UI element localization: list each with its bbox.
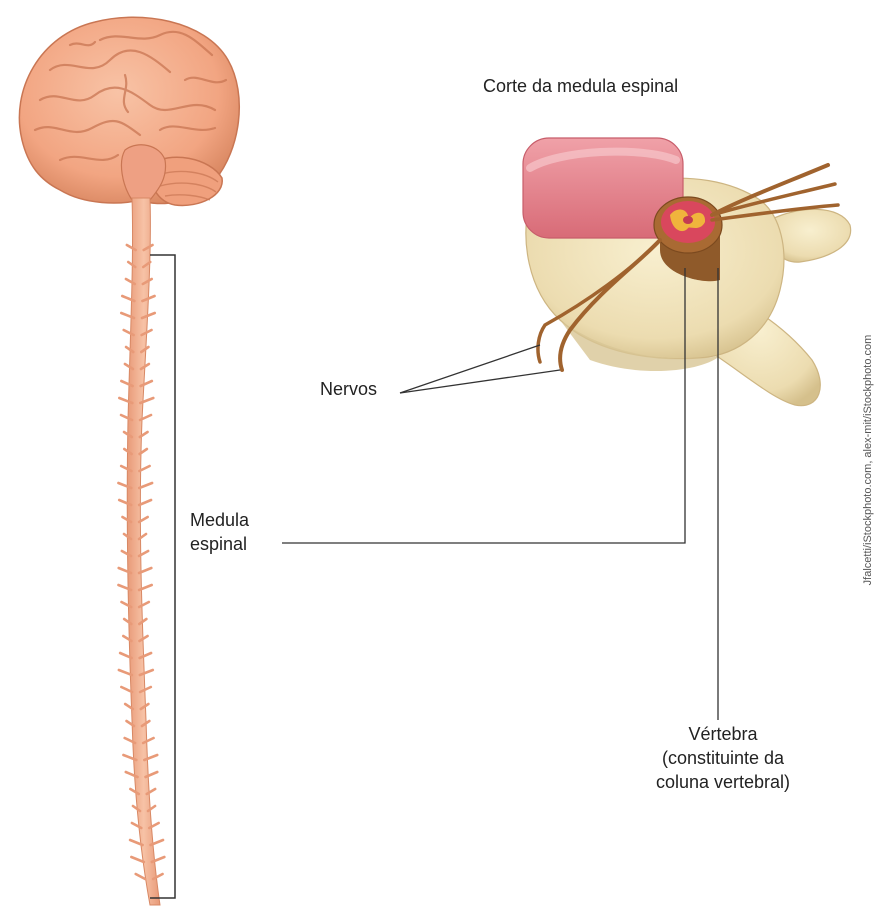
spinal-cord-bracket [150, 255, 175, 898]
brain [19, 17, 239, 205]
spinal-nerve-branch [139, 500, 151, 505]
diagram-title: Corte da medula espinal [483, 74, 678, 98]
label-vertebra-line3: coluna vertebral) [618, 770, 828, 794]
spinal-nerve-branch [136, 874, 145, 879]
image-credit: Jfalcetti/iStockphoto.com, alex-mit/iSto… [862, 160, 874, 760]
label-spinal-cord: Medula espinal [190, 508, 249, 556]
label-vertebra: Vértebra (constituinte da coluna vertebr… [618, 722, 828, 794]
label-vertebra-line1: Vértebra [618, 722, 828, 746]
spinal-cord [118, 198, 164, 905]
spinal-nerve-branch [131, 857, 144, 862]
label-spinal-cord-line1: Medula [190, 508, 249, 532]
label-nerves: Nervos [320, 377, 377, 401]
spinal-nerve-branch [139, 483, 152, 488]
label-vertebra-line2: (constituinte da [618, 746, 828, 770]
label-spinal-cord-line2: espinal [190, 532, 249, 556]
vertebra-section [523, 138, 851, 406]
